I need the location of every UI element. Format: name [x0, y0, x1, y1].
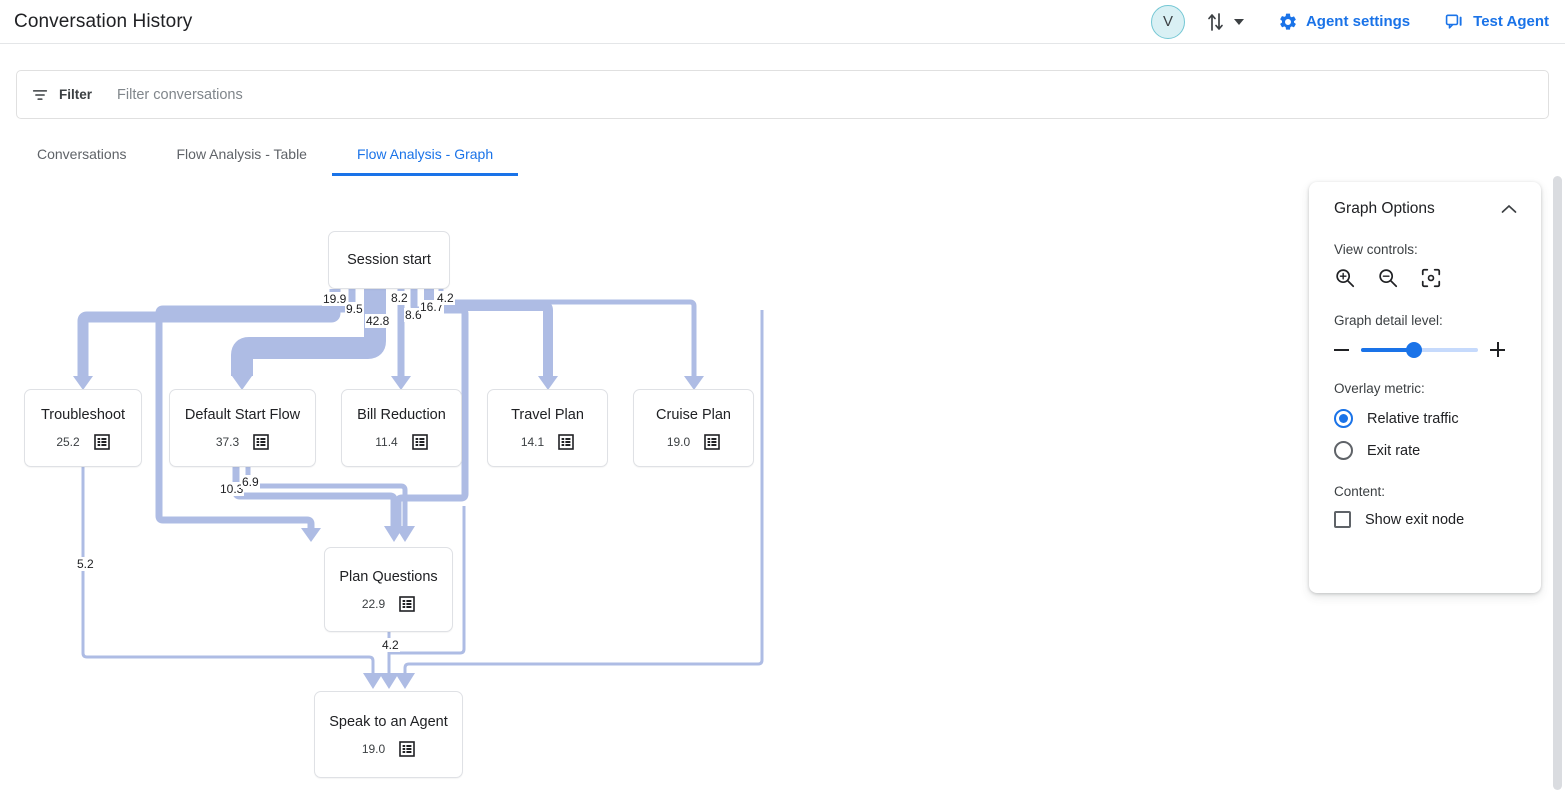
table-icon[interactable]: [704, 434, 720, 450]
node-label: Cruise Plan: [656, 407, 731, 423]
node-value: 25.2: [56, 435, 80, 449]
radio-button[interactable]: [1334, 441, 1353, 460]
node-value: 14.1: [520, 435, 545, 449]
checkbox-label: Show exit node: [1365, 511, 1465, 528]
graph-node-travel-plan[interactable]: Travel Plan 14.1: [487, 389, 608, 467]
sort-control[interactable]: [1207, 12, 1244, 32]
content-label: Content:: [1334, 484, 1386, 499]
filter-bar[interactable]: Filter Filter conversations: [16, 70, 1549, 119]
minus-icon[interactable]: [1334, 348, 1349, 351]
header-actions: V Agent settings: [1150, 4, 1565, 39]
checkbox-show-exit-node[interactable]: Show exit node: [1334, 511, 1517, 528]
graph-node-bill-reduction[interactable]: Bill Reduction 11.4: [341, 389, 462, 467]
radio-button[interactable]: [1334, 409, 1353, 428]
edge-label: 8.2: [390, 291, 409, 305]
sort-arrows-icon: [1208, 12, 1223, 31]
zoom-in-icon[interactable]: [1334, 267, 1356, 289]
vertical-scrollbar[interactable]: [1553, 176, 1562, 790]
gear-icon: [1280, 13, 1296, 30]
zoom-out-icon[interactable]: [1377, 267, 1399, 289]
tab-flow-analysis-table[interactable]: Flow Analysis - Table: [176, 146, 307, 162]
radio-relative-traffic[interactable]: Relative traffic: [1334, 409, 1517, 428]
node-value: 22.9: [361, 596, 386, 611]
node-meta: 22.9: [361, 595, 415, 612]
slider-thumb[interactable]: [1406, 341, 1422, 358]
detail-level-slider[interactable]: [1361, 341, 1478, 358]
node-value: 19.0: [361, 741, 386, 756]
tab-bar: Conversations Flow Analysis - Table Flow…: [0, 136, 1565, 176]
edge-label: 6.9: [241, 475, 260, 489]
graph-node-default-start-flow[interactable]: Default Start Flow 37.3: [169, 389, 316, 467]
detail-level-slider-row: [1334, 341, 1517, 358]
tab-flow-analysis-graph[interactable]: Flow Analysis - Graph: [331, 136, 519, 176]
edge-label: 4.2: [436, 291, 455, 305]
table-icon[interactable]: [411, 434, 428, 450]
table-icon[interactable]: [253, 434, 269, 450]
node-meta: 37.3: [216, 434, 269, 450]
tab-conversations[interactable]: Conversations: [37, 146, 127, 162]
slider-fill: [1361, 347, 1414, 352]
edge-label: 5.2: [76, 557, 95, 571]
edge-label: 9.5: [345, 302, 364, 316]
overlay-metric-label: Overlay metric:: [1334, 381, 1425, 396]
graph-options-title: Graph Options: [1334, 200, 1435, 217]
radio-label: Relative traffic: [1367, 410, 1459, 427]
node-label: Bill Reduction: [357, 407, 446, 423]
edge-label: 10.3: [219, 482, 245, 496]
filter-input[interactable]: Filter conversations: [117, 86, 243, 103]
graph-options-header[interactable]: Graph Options: [1334, 200, 1517, 218]
node-label: Session start: [347, 252, 431, 268]
detail-level-label: Graph detail level:: [1334, 313, 1443, 328]
checkbox[interactable]: [1334, 511, 1351, 528]
view-controls-label: View controls:: [1334, 242, 1418, 257]
fit-to-screen-icon[interactable]: [1420, 267, 1442, 289]
filter-icon: [32, 89, 48, 100]
edge-label: 4.2: [381, 638, 400, 652]
edge-arrowheads: [73, 376, 704, 689]
view-controls: [1334, 267, 1517, 289]
plus-icon[interactable]: [1490, 342, 1505, 357]
node-label: Travel Plan: [511, 407, 584, 423]
edge-label: 8.6: [404, 308, 423, 322]
graph-node-cruise-plan[interactable]: Cruise Plan 19.0: [633, 389, 754, 467]
filter-label: Filter: [59, 87, 93, 102]
node-value: 37.3: [215, 435, 240, 449]
table-icon[interactable]: [558, 434, 574, 450]
table-icon[interactable]: [399, 595, 415, 612]
node-meta: 19.0: [361, 740, 415, 757]
node-meta: 25.2: [56, 434, 110, 450]
chat-bubbles-icon: [1445, 14, 1462, 29]
edge-label: 19.9: [322, 292, 348, 306]
graph-node-speak-to-an-agent[interactable]: Speak to an Agent 19.0: [314, 691, 463, 778]
agent-settings-label: Agent settings: [1305, 13, 1411, 30]
app-header: Conversation History V Agent settings: [0, 0, 1565, 44]
table-icon[interactable]: [399, 740, 415, 757]
graph-options-panel: Graph Options View controls: Graph det: [1309, 182, 1541, 593]
node-label: Speak to an Agent: [329, 713, 448, 730]
test-agent-button[interactable]: Test Agent: [1444, 12, 1549, 32]
chevron-down-icon: [1233, 18, 1244, 25]
chevron-up-icon[interactable]: [1501, 204, 1517, 214]
flow-graph-canvas[interactable]: Session start Troubleshoot 25.2 Default …: [0, 176, 1545, 798]
agent-settings-button[interactable]: Agent settings: [1278, 12, 1410, 32]
radio-exit-rate[interactable]: Exit rate: [1334, 441, 1517, 460]
node-meta: 11.4: [375, 434, 428, 450]
test-agent-label: Test Agent: [1473, 13, 1549, 30]
graph-node-session-start[interactable]: Session start: [328, 231, 450, 289]
node-value: 11.4: [375, 435, 398, 449]
node-label: Plan Questions: [339, 568, 438, 585]
node-meta: 14.1: [521, 434, 574, 450]
edge-label: 42.8: [365, 314, 391, 328]
node-meta: 19.0: [667, 434, 720, 450]
node-label: Troubleshoot: [40, 407, 126, 423]
graph-node-troubleshoot[interactable]: Troubleshoot 25.2: [24, 389, 142, 467]
table-icon[interactable]: [93, 434, 110, 450]
page-title: Conversation History: [14, 10, 193, 32]
avatar[interactable]: V: [1150, 4, 1185, 39]
graph-node-plan-questions[interactable]: Plan Questions 22.9: [324, 547, 453, 632]
node-value: 19.0: [666, 435, 691, 449]
node-label: Default Start Flow: [184, 407, 301, 423]
radio-label: Exit rate: [1367, 442, 1421, 459]
